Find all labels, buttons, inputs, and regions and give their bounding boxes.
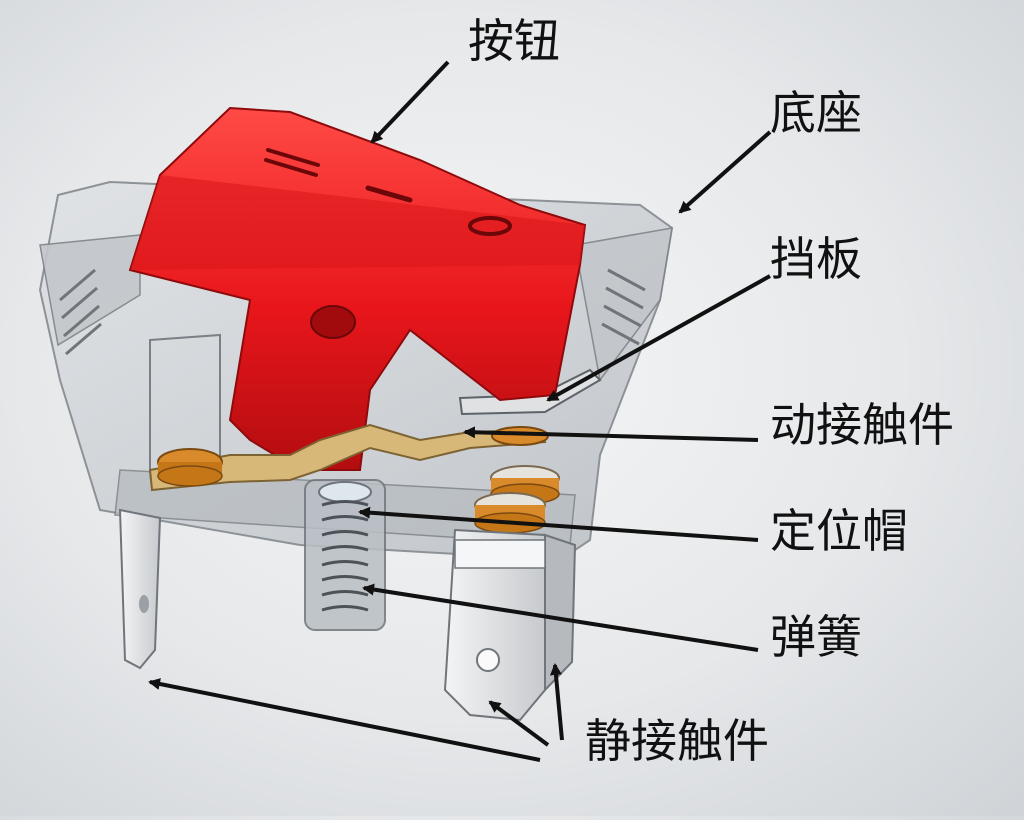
arrow-static-mid [488,700,550,747]
arrow-button [370,60,450,144]
label-static-contact: 静接触件 [585,714,769,768]
arrow-static-right [549,663,564,741]
label-base: 底座 [770,86,862,140]
label-button: 按钮 [468,14,560,68]
rocker-button [128,106,587,471]
label-baffle: 挡板 [770,232,862,286]
arrow-moving-contact [463,426,759,442]
arrow-baffle [546,274,771,402]
arrow-positioning-cap [358,506,759,542]
arrow-static-left [148,678,541,762]
label-spring: 弹簧 [770,610,862,664]
callout-arrows [148,60,772,762]
label-moving-contact: 动接触件 [770,398,954,452]
terminals [118,508,577,722]
arrow-spring [362,583,759,652]
spring-assembly [304,479,386,631]
arrow-base [678,130,772,214]
static-contact-rivets [474,426,560,534]
label-positioning-cap: 定位帽 [770,504,908,558]
moving-contact [148,423,547,492]
